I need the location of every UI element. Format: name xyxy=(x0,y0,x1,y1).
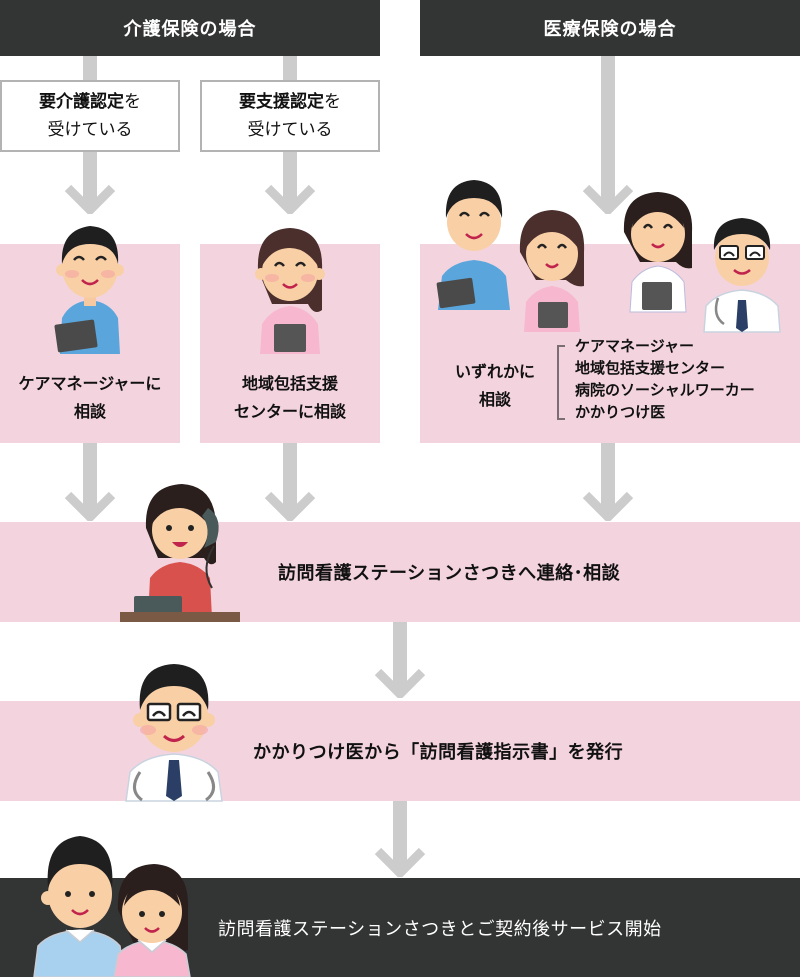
card-care-manager-line1: ケアマネージャーに xyxy=(18,374,162,393)
card-care-manager-line2: 相談 xyxy=(73,402,106,421)
cert-kaigo-bold: 要介護認定 xyxy=(39,92,124,112)
header-iryo: 医療保険の場合 xyxy=(420,0,800,56)
cert-shien-bold: 要支援認定 xyxy=(239,92,324,112)
step-service-start-label: 訪問看護ステーションさつきとご契約後サービス開始 xyxy=(218,918,662,940)
medical-group-illustration xyxy=(436,180,781,333)
header-iryo-label: 医療保険の場合 xyxy=(543,19,677,40)
arrow-down-icon xyxy=(374,801,426,877)
care-manager-illustration xyxy=(54,226,124,354)
header-kaigo: 介護保険の場合 xyxy=(0,0,380,56)
medical-lead-line2: 相談 xyxy=(478,390,511,409)
card-care-manager-text: ケアマネージャーに 相談 xyxy=(0,370,180,426)
cert-kaigo-line2: 受けている xyxy=(47,120,133,140)
arrow-down-icon xyxy=(374,622,426,698)
medical-option: かかりつけ医 xyxy=(575,403,666,421)
medical-option: ケアマネージャー xyxy=(575,337,694,355)
cert-shien-rest: を xyxy=(324,92,341,112)
medical-lead-line1: いずれかに xyxy=(454,362,535,381)
step-doctor-order-label: かかりつけ医から「訪問看護指示書」を発行 xyxy=(253,742,624,763)
header-kaigo-label: 介護保険の場合 xyxy=(123,19,257,40)
phone-caller-illustration xyxy=(120,484,240,622)
arrow-down-icon xyxy=(64,152,116,214)
connector-line xyxy=(83,56,97,82)
cert-box-kaigo: 要介護認定を 受けている xyxy=(0,80,180,152)
step-contact-label: 訪問看護ステーションさつきへ連絡･相談 xyxy=(278,563,621,584)
connector-line xyxy=(283,56,297,82)
support-center-staff-illustration xyxy=(255,228,325,354)
arrow-down-icon xyxy=(64,443,116,521)
nurses-illustration xyxy=(33,836,191,977)
arrow-down-icon xyxy=(264,152,316,214)
arrow-down-icon xyxy=(582,56,634,214)
cert-kaigo-rest: を xyxy=(124,92,141,112)
arrow-down-icon xyxy=(582,443,634,521)
options-bracket xyxy=(557,345,565,420)
doctor-illustration xyxy=(125,664,223,802)
step-contact: 訪問看護ステーションさつきへ連絡･相談 xyxy=(0,522,800,622)
card-support-center-text: 地域包括支援 センターに相談 xyxy=(200,370,380,426)
card-support-center-line1: 地域包括支援 xyxy=(241,374,338,393)
arrow-down-icon xyxy=(264,443,316,521)
medical-option: 病院のソーシャルワーカー xyxy=(575,381,755,399)
medical-option: 地域包括支援センター xyxy=(575,359,726,377)
cert-shien-line2: 受けている xyxy=(247,120,333,140)
medical-lead-text: いずれかに 相談 xyxy=(440,358,550,414)
medical-options-list: ケアマネージャー 地域包括支援センター 病院のソーシャルワーカー かかりつけ医 xyxy=(575,335,755,423)
cert-box-shien: 要支援認定を 受けている xyxy=(200,80,380,152)
card-support-center-line2: センターに相談 xyxy=(233,402,346,421)
